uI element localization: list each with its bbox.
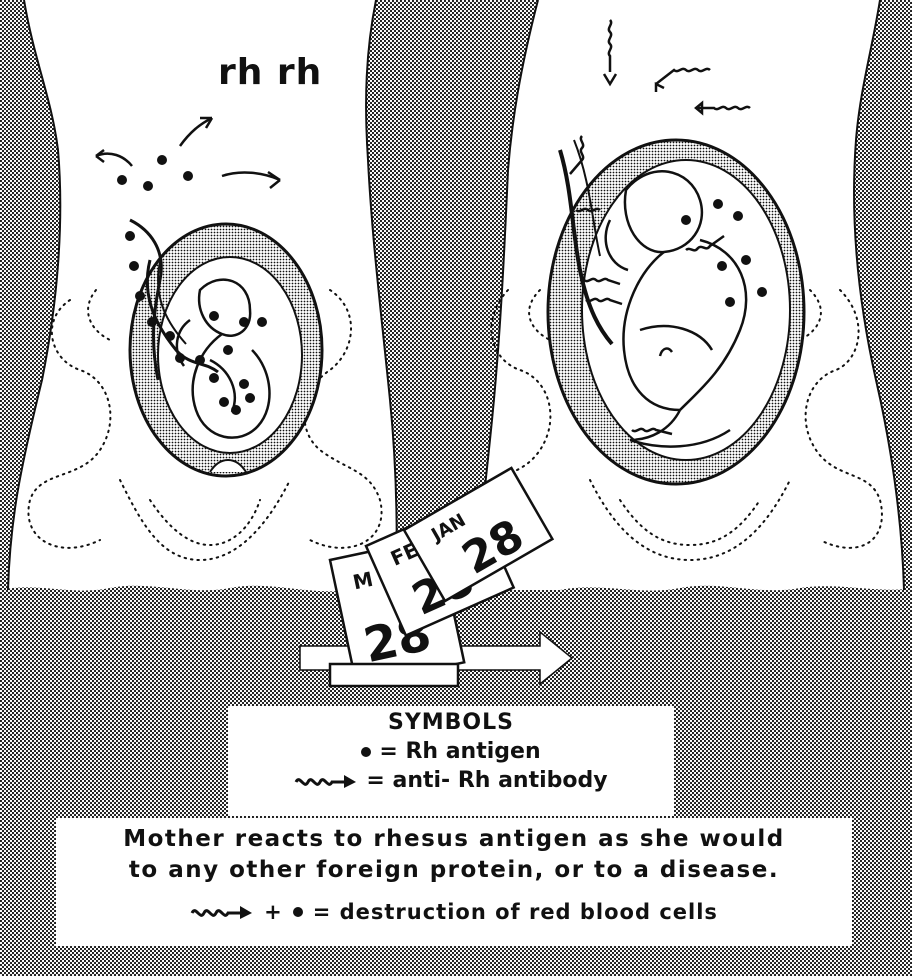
second-pregnancy-uterus [548, 140, 804, 484]
legend-title: SYMBOLS [228, 710, 674, 735]
caption-line-2: to any other foreign protein, or to a di… [56, 855, 852, 886]
legend-antigen-text: = Rh antigen [379, 739, 540, 764]
rh-antigen-dot-icon [361, 747, 371, 757]
equation-text: = destruction of red blood cells [313, 900, 718, 924]
symbols-legend: SYMBOLS = Rh antigen = anti- Rh antibody [228, 706, 674, 816]
legend-antibody-text: = anti- Rh antibody [366, 768, 607, 793]
explanation-caption: Mother reacts to rhesus antigen as she w… [56, 818, 852, 946]
antibody-squiggle-icon [294, 772, 358, 790]
rh-antigen-dot-icon [293, 907, 303, 917]
legend-antibody-row: = anti- Rh antibody [228, 768, 674, 793]
plus-sign: + [264, 900, 283, 924]
legend-antigen-row: = Rh antigen [228, 739, 674, 764]
rh-rh-label: rh rh [218, 52, 322, 93]
caption-line-1: Mother reacts to rhesus antigen as she w… [56, 824, 852, 855]
destruction-equation: + = destruction of red blood cells [56, 900, 852, 924]
antibody-squiggle-icon [190, 903, 254, 921]
